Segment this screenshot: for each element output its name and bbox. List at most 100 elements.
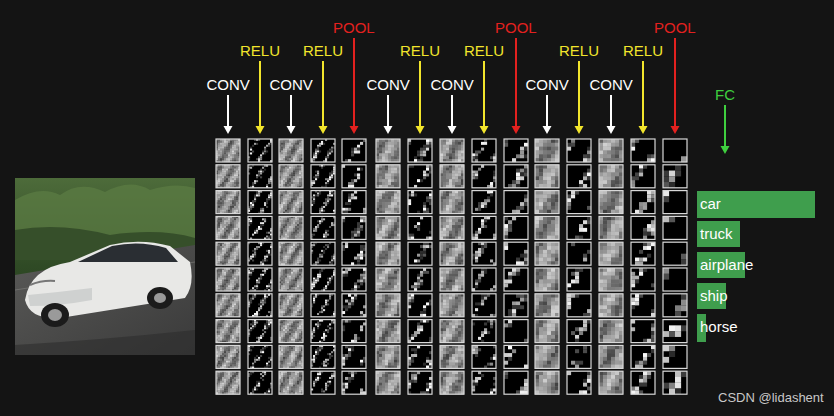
activation-pixel (256, 313, 258, 315)
activation-pixel (218, 280, 220, 282)
activation-pixel (218, 285, 220, 287)
activation-pixel (218, 307, 220, 309)
activation-pixel (218, 305, 220, 307)
activation-pixel (232, 180, 234, 182)
activation-pixel (222, 178, 224, 180)
activation-pixel (230, 145, 232, 147)
activation-pixel (283, 145, 285, 147)
activation-pixel (230, 322, 232, 324)
activation-pixel (258, 158, 260, 160)
activation-pixel (258, 226, 260, 228)
activation-pixel (228, 278, 230, 280)
activation-pixel (266, 232, 268, 234)
activation-pixel (226, 256, 228, 258)
activation-pixel (222, 208, 224, 210)
activation-pixel (252, 270, 254, 272)
activation-pixel (218, 234, 220, 236)
activation-pixel (228, 287, 230, 289)
activation-pixel (268, 198, 270, 200)
activation-pixel (258, 194, 260, 196)
activation-pixel (228, 204, 230, 206)
activation-pixel (266, 259, 268, 261)
activation-pixel (228, 296, 230, 298)
activation-pixel (232, 254, 234, 256)
activation-pixel (226, 383, 228, 385)
activation-pixel (228, 220, 230, 222)
activation-pixel (281, 145, 283, 147)
activation-pixel (236, 234, 238, 236)
activation-pixel (281, 143, 283, 145)
activation-pixel (299, 151, 301, 153)
activation-pixel (224, 357, 226, 359)
activation-pixel (234, 335, 236, 337)
activation-pixel (258, 174, 260, 176)
activation-pixel (224, 206, 226, 208)
activation-pixel (224, 298, 226, 300)
activation-pixel (224, 327, 226, 329)
activation-pixel (256, 176, 258, 178)
activation-pixel (230, 250, 232, 252)
activation-pixel (218, 379, 220, 381)
activation-pixel (230, 220, 232, 222)
activation-pixel (230, 236, 232, 238)
activation-pixel (222, 331, 224, 333)
activation-pixel (218, 206, 220, 208)
activation-pixel (285, 145, 287, 147)
activation-pixel (232, 349, 234, 351)
activation-pixel (236, 167, 238, 169)
activation-pixel (230, 176, 232, 178)
activation-pixel (234, 329, 236, 331)
activation-pixel (220, 379, 222, 381)
activation-pixel (218, 167, 220, 169)
activation-pixel (254, 232, 256, 234)
activation-pixel (232, 296, 234, 298)
activation-pixel (228, 176, 230, 178)
activation-pixel (230, 180, 232, 182)
activation-pixel (295, 152, 297, 154)
activation-pixel (266, 250, 268, 252)
activation-pixel (218, 248, 220, 250)
activation-pixel (220, 143, 222, 145)
activation-pixel (224, 377, 226, 379)
activation-pixel (220, 169, 222, 171)
activation-pixel (222, 244, 224, 246)
activation-pixel (287, 147, 289, 149)
activation-pixel (236, 365, 238, 367)
activation-pixel (230, 200, 232, 202)
activation-pixel (250, 323, 252, 325)
activation-pixel (236, 176, 238, 178)
activation-pixel (234, 331, 236, 333)
activation-pixel (232, 329, 234, 331)
activation-pixel (222, 377, 224, 379)
activation-pixel (256, 230, 258, 232)
activation-pixel (254, 230, 256, 232)
activation-pixel (226, 226, 228, 228)
activation-pixel (254, 387, 256, 389)
activation-pixel (218, 198, 220, 200)
activation-pixel (218, 258, 220, 260)
activation-pixel (228, 236, 230, 238)
activation-pixel (264, 323, 266, 325)
activation-pixel (252, 322, 254, 324)
activation-pixel (232, 377, 234, 379)
activation-pixel (226, 198, 228, 200)
activation-pixel (220, 174, 222, 176)
feature-map-cell (216, 345, 240, 368)
car-photo (15, 178, 195, 355)
activation-pixel (234, 154, 236, 156)
activation-pixel (260, 349, 262, 351)
activation-pixel (222, 272, 224, 274)
activation-pixel (222, 285, 224, 287)
activation-pixel (222, 311, 224, 313)
activation-pixel (256, 180, 258, 182)
activation-pixel (232, 152, 234, 154)
activation-pixel (228, 198, 230, 200)
activation-pixel (218, 180, 220, 182)
activation-pixel (234, 158, 236, 160)
activation-pixel (220, 296, 222, 298)
activation-pixel (222, 375, 224, 377)
activation-pixel (230, 377, 232, 379)
activation-pixel (222, 198, 224, 200)
activation-pixel (230, 154, 232, 156)
activation-pixel (236, 259, 238, 261)
